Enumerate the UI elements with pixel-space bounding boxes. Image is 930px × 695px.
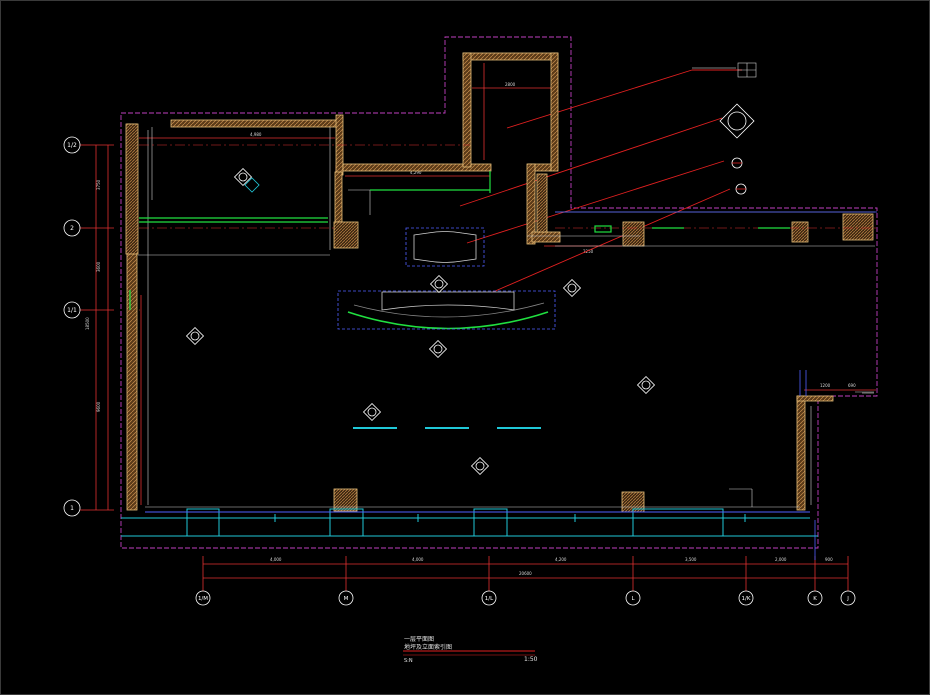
grid-label-col-l: L xyxy=(631,596,635,602)
svg-text:4,980: 4,980 xyxy=(250,132,262,137)
furniture xyxy=(129,171,790,330)
svg-text:3750: 3750 xyxy=(96,179,101,190)
grid-bubble-icon xyxy=(195,590,211,606)
index-symbol-icon xyxy=(731,157,743,169)
grid-label-col-1-m: 1/M xyxy=(198,596,208,602)
svg-text:4,200: 4,200 xyxy=(555,557,567,562)
callout-tag xyxy=(692,62,757,78)
scale-value: 1:50 xyxy=(524,656,538,663)
column-hatch-icon xyxy=(333,221,359,249)
grid-label-row-1: 1 xyxy=(70,505,74,512)
svg-text:18500: 18500 xyxy=(85,317,90,330)
column-hatch-icon xyxy=(536,173,548,233)
grid-rows xyxy=(63,136,81,517)
grid-bubble-icon xyxy=(63,136,81,154)
svg-text:2250: 2250 xyxy=(583,249,594,254)
index-symbol-icon xyxy=(244,177,260,193)
index-symbol-icon xyxy=(562,278,582,298)
svg-text:2800: 2800 xyxy=(505,82,516,87)
svg-text:4,000: 4,000 xyxy=(270,557,282,562)
svg-text:690: 690 xyxy=(848,383,856,388)
grid-cols xyxy=(195,590,856,606)
column-hatch-icon xyxy=(791,221,809,243)
column-hatch-icon xyxy=(333,488,358,512)
boundary-outline xyxy=(120,36,878,549)
svg-text:1200: 1200 xyxy=(820,383,831,388)
frame-lines xyxy=(555,211,877,560)
grid-bubble-icon xyxy=(63,301,81,319)
index-symbol-icon xyxy=(429,274,449,294)
svg-text:2,000: 2,000 xyxy=(775,557,787,562)
svg-text:3,500: 3,500 xyxy=(685,557,697,562)
title-block: 一层平面图 地坪及立面索引图 S:N 1:50 xyxy=(403,636,538,664)
columns xyxy=(125,123,874,513)
grid-bubble-icon xyxy=(840,590,856,606)
center-lines xyxy=(139,144,877,311)
grid-row-labels: 1/2 2 1/1 1 xyxy=(67,142,77,512)
svg-text:20600: 20600 xyxy=(519,571,532,576)
index-symbol-icon xyxy=(470,456,490,476)
dimension-values: 3750 3600 9600 18500 4,000 4,000 4,200 3… xyxy=(85,82,856,576)
interior-lines xyxy=(138,127,875,508)
leader-lines xyxy=(459,69,742,293)
grid-col-labels: 1/M M 1/L L 1/K K J xyxy=(198,596,849,602)
table-shape xyxy=(381,231,515,311)
drawing-subtitle: 地坪及立面索引图 xyxy=(404,643,452,651)
svg-text:3600: 3600 xyxy=(96,261,101,272)
grid-bubble-icon xyxy=(625,590,641,606)
scale-prefix: S:N xyxy=(404,658,413,664)
index-symbol-icon xyxy=(735,183,747,195)
grid-label-row-2: 2 xyxy=(70,225,74,232)
column-hatch-icon xyxy=(125,123,139,255)
grid-bubble-icon xyxy=(807,590,823,606)
grid-label-col-m: M xyxy=(344,596,349,602)
grid-label-col-k: K xyxy=(813,596,817,602)
index-markers xyxy=(185,103,755,476)
grid-bubble-icon xyxy=(338,590,354,606)
drawing-title: 一层平面图 xyxy=(404,636,434,643)
grid-bubble-icon xyxy=(738,590,754,606)
svg-text:4,290: 4,290 xyxy=(410,170,422,175)
index-symbol-icon xyxy=(362,402,382,422)
svg-text:900: 900 xyxy=(825,557,833,562)
grid-label-col-1-l: 1/L xyxy=(485,596,494,602)
index-symbol-icon xyxy=(636,375,656,395)
grid-label-col-j: J xyxy=(846,596,849,602)
column-hatch-icon xyxy=(622,221,645,247)
column-hatch-icon xyxy=(842,213,874,241)
svg-text:4,000: 4,000 xyxy=(412,557,424,562)
facade xyxy=(121,427,818,537)
grid-label-row-1-1: 1/1 xyxy=(67,307,77,314)
svg-text:9600: 9600 xyxy=(96,401,101,412)
grid-bubble-icon xyxy=(63,219,81,237)
grid-bubble-icon xyxy=(481,590,497,606)
grid-bubble-icon xyxy=(63,499,81,517)
index-symbol-icon xyxy=(719,103,755,139)
grid-label-col-1-k: 1/K xyxy=(742,596,751,602)
grid-label-row-1-2: 1/2 xyxy=(67,142,77,149)
walls xyxy=(126,52,834,511)
index-symbol-icon xyxy=(428,339,448,359)
index-symbol-icon xyxy=(233,167,253,187)
reception-desk xyxy=(337,227,556,330)
index-symbol-icon xyxy=(185,326,205,346)
